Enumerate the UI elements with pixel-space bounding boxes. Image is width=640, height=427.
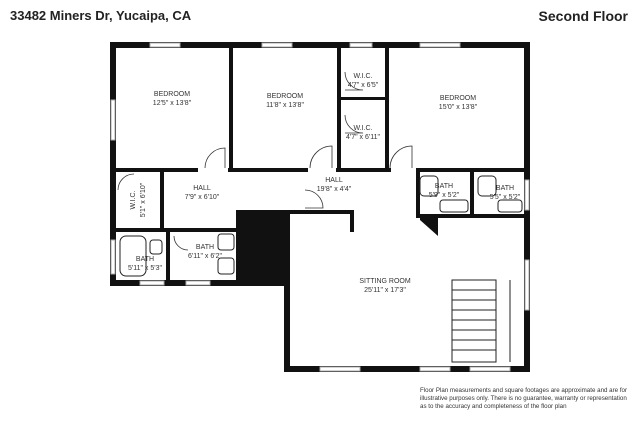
room-label: BEDROOM [154, 91, 190, 98]
room-label: BEDROOM [267, 93, 303, 100]
room-label: W.I.C. [353, 73, 372, 80]
staircase [451, 279, 511, 363]
room-dimensions: 19'8" x 4'4" [317, 186, 352, 193]
room-label: W.I.C. [353, 125, 372, 132]
room-dimensions: 5'5" x 5'2" [490, 194, 521, 201]
room-dimensions: 15'0" x 13'8" [439, 104, 478, 111]
doors [117, 71, 413, 251]
interior-walls [116, 46, 526, 286]
room-label: HALL [325, 177, 343, 184]
windows [110, 42, 530, 372]
fixtures [119, 175, 523, 277]
room-dimensions: 4'7" x 6'11" [346, 134, 380, 141]
room-dimensions: 25'11" x 17'3" [364, 287, 406, 294]
room-dimensions: 5'1" x 6'10" [140, 182, 147, 217]
floor-title: Second Floor [538, 8, 628, 24]
room-label: BATH [136, 256, 154, 263]
room-dimensions: 4'7" x 6'5" [348, 82, 379, 89]
room-dimensions: 5'11" x 5'3" [128, 265, 162, 272]
room-dimensions: 6'11" x 6'2" [188, 253, 222, 260]
disclaimer-text: Floor Plan measurements and square foota… [420, 387, 628, 410]
room-label: SITTING ROOM [359, 278, 411, 285]
address-title: 33482 Miners Dr, Yucaipa, CA [10, 8, 192, 23]
room-label: BATH [196, 244, 214, 251]
room-label: BATH [496, 185, 514, 192]
room-label: BATH [435, 183, 453, 190]
room-dimensions: 12'5" x 13'8" [153, 100, 192, 107]
room-dimensions: 7'9" x 6'10" [185, 194, 220, 201]
room-dimensions: 11'8" x 13'8" [266, 102, 304, 109]
room-dimensions: 5'9" x 5'2" [429, 192, 460, 199]
room-label: BEDROOM [440, 95, 476, 102]
room-label: HALL [193, 185, 211, 192]
room-label: W.I.C. [130, 190, 137, 209]
